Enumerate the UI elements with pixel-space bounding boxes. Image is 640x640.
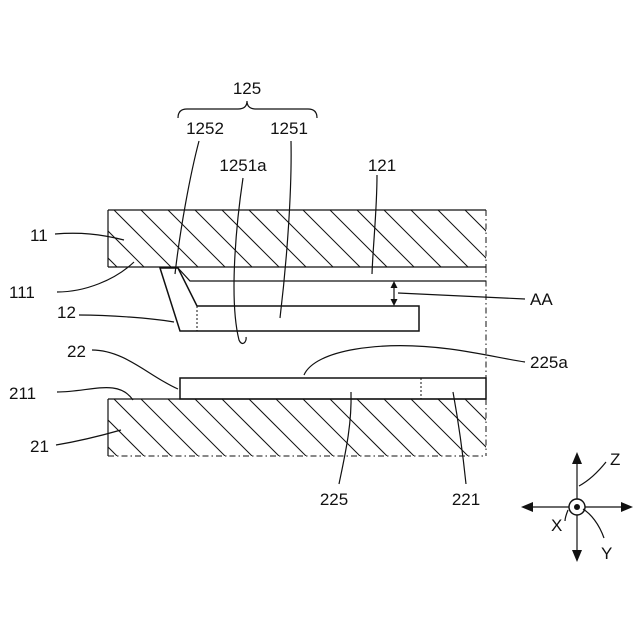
label-1252: 1252 [186, 119, 224, 138]
label-211: 211 [9, 384, 36, 403]
hatch-line [87, 399, 144, 456]
label-225a: 225a [530, 353, 568, 372]
hatch-line [357, 399, 414, 456]
label-125: 125 [233, 79, 261, 98]
hatch-line [546, 399, 603, 456]
label-221: 221 [452, 490, 480, 509]
coordinate-axes: Z X Y [521, 450, 633, 563]
axis-z-label: Z [610, 450, 620, 469]
brace-125 [178, 101, 317, 118]
hatch-line [384, 210, 441, 267]
hatch-line [114, 210, 171, 267]
hatch-line [141, 399, 198, 456]
upper-plate-11 [60, 210, 603, 267]
member-12 [160, 268, 419, 331]
gap-aa-arrow [391, 281, 398, 306]
hatch-line [357, 210, 414, 267]
hatch-line [222, 399, 279, 456]
hatch-line [303, 210, 360, 267]
part-22 [180, 378, 486, 399]
hatch-line [168, 399, 225, 456]
label-121: 121 [368, 156, 396, 175]
hatch-line [519, 399, 576, 456]
hatch-line [465, 399, 522, 456]
label-111: 111 [9, 283, 35, 302]
hatch-line [330, 399, 387, 456]
hatch-line [195, 210, 252, 267]
hatch-line [249, 210, 306, 267]
label-12: 12 [57, 303, 76, 322]
hatch-line [276, 210, 333, 267]
hatch-line [465, 210, 522, 267]
hatch-line [249, 399, 306, 456]
lower-plate-21 [60, 399, 603, 456]
hatch-line [141, 210, 198, 267]
hatch-line [492, 399, 549, 456]
layer-121 [178, 268, 486, 281]
hatch-line [195, 399, 252, 456]
label-1251a: 1251a [219, 156, 267, 175]
axis-y-label: Y [601, 544, 612, 563]
hatch-line [222, 210, 279, 267]
hatch-line [330, 210, 387, 267]
hatch-line [546, 210, 603, 267]
hatch-line [276, 399, 333, 456]
hatch-line [114, 399, 171, 456]
hatch-line [411, 210, 468, 267]
hatch-line [492, 210, 549, 267]
hatch-line [384, 399, 441, 456]
label-225: 225 [320, 490, 348, 509]
label-21: 21 [30, 437, 49, 456]
label-aa: AA [530, 290, 553, 309]
axis-x-label: X [551, 516, 562, 535]
label-1251: 1251 [270, 119, 308, 138]
hatch-line [519, 210, 576, 267]
label-22: 22 [67, 342, 86, 361]
label-11: 11 [30, 226, 48, 245]
